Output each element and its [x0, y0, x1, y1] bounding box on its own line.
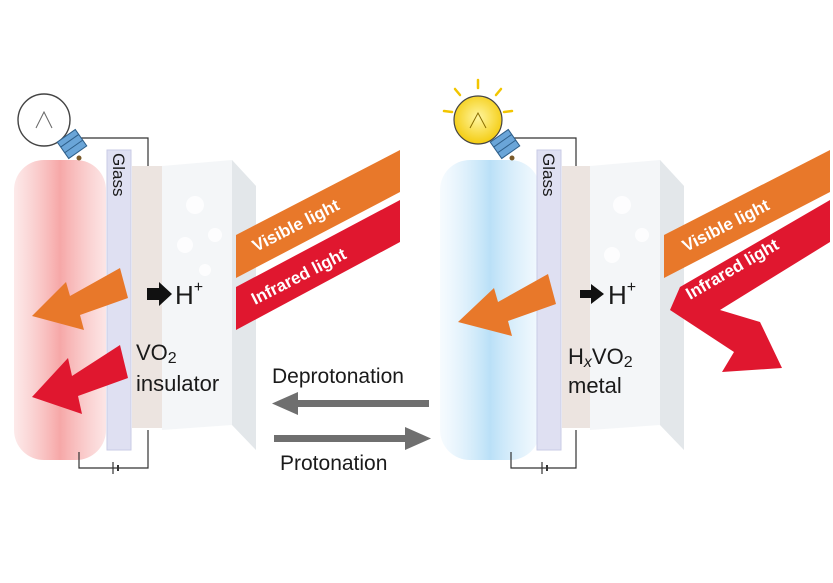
left-infrared-transmitted-arrow: [32, 345, 128, 414]
left-material-label: VO2: [136, 340, 177, 367]
right-material-label: HxVO2: [568, 344, 633, 371]
right-proton-arrow-icon: [580, 284, 604, 304]
right-glass-label: Glass: [539, 153, 558, 196]
right-wire-bottom: [510, 430, 577, 469]
right-panel: Glass Visible: [440, 78, 830, 474]
left-panel: Glass Visible light Infrared light: [14, 93, 400, 474]
left-glass-label: Glass: [109, 153, 128, 196]
left-proton-arrow-icon: [147, 282, 172, 306]
right-electrolyte-box: [590, 160, 684, 450]
left-proton-label: H+: [175, 279, 203, 310]
right-bulb-on-icon: [442, 78, 521, 161]
left-bulb-off-icon: [17, 93, 88, 161]
right-state-label: metal: [568, 373, 622, 398]
left-visible-transmitted-arrow: [32, 268, 128, 330]
protonation-arrow: [274, 427, 431, 450]
deprotonation-label: Deprotonation: [272, 365, 404, 388]
deprotonation-arrow: [272, 392, 429, 415]
right-visible-transmitted-arrow: [458, 274, 556, 336]
center-transition-arrows: Deprotonation Protonation: [272, 365, 431, 475]
left-state-label: insulator: [136, 371, 219, 396]
protonation-label: Protonation: [280, 452, 387, 475]
right-proton-label: H+: [608, 279, 636, 310]
